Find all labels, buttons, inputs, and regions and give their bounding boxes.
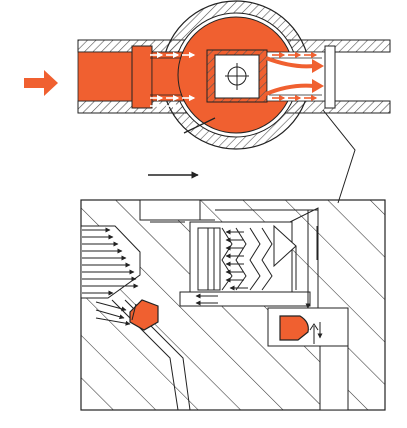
channel-arrows: [150, 210, 323, 339]
seat-seal: [129, 299, 159, 331]
valve-ball: [177, 16, 295, 134]
inlet-flow-arrow: [24, 70, 58, 96]
inlet-fluid: [77, 51, 137, 102]
seat-flow-arrows-downstream: [272, 51, 318, 102]
valve-assembly: [24, 0, 391, 204]
cavity-pressure-arrows: [195, 229, 248, 306]
stem-seal: [279, 315, 319, 344]
leader-line: [322, 109, 356, 204]
pressure-arrows: [82, 227, 139, 326]
seat-flow-arrows-upstream: [150, 51, 196, 110]
valve-body-section: [80, 199, 386, 411]
outlet-flow-arrows: [265, 56, 324, 96]
